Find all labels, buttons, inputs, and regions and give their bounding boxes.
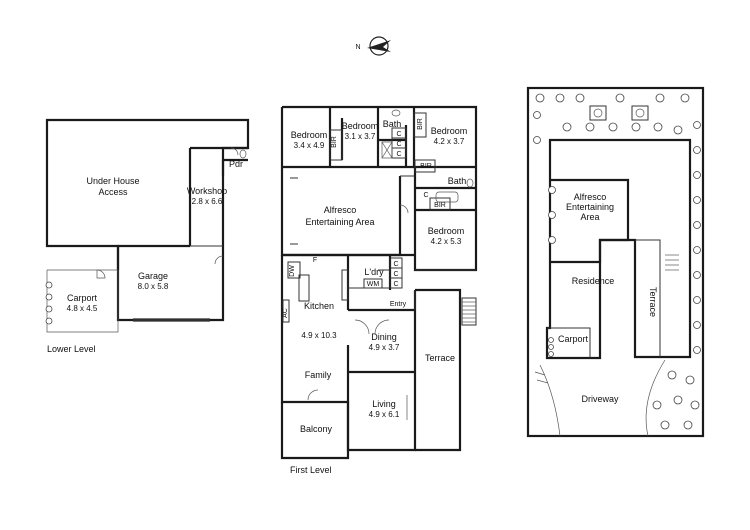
carport-label: Carport — [67, 293, 98, 303]
north-arrow-compass: N — [355, 36, 391, 56]
alfresco-label-2: Entertaining Area — [305, 217, 374, 227]
balcony-label: Balcony — [300, 424, 333, 434]
bedroom3-label: Bedroom — [431, 126, 468, 136]
bedroom2-size: 3.1 x 3.7 — [345, 132, 376, 141]
pdr-label: Pdr — [229, 159, 243, 169]
dining-label: Dining — [371, 332, 397, 342]
bedroom4-size: 4.2 x 5.3 — [431, 237, 462, 246]
under-house-label-1: Under House — [86, 176, 139, 186]
kitchen-label: Kitchen — [304, 301, 334, 311]
c-marker-7: C — [393, 281, 398, 288]
carport-size: 4.8 x 4.5 — [67, 304, 98, 313]
c-marker-5: C — [393, 261, 398, 268]
entry-label: Entry — [390, 301, 407, 308]
family-label: Family — [305, 370, 332, 380]
site-driveway-label: Driveway — [581, 394, 619, 404]
site-ac-units — [589, 105, 649, 121]
site-alfresco-label-3: Area — [580, 212, 599, 222]
c-marker-2: C — [396, 141, 401, 148]
lower-level-plan: Under House Access Pdr Workshop 2.8 x 6.… — [45, 118, 250, 354]
bath2-label: Bath — [448, 176, 467, 186]
aircon-marker: AC — [282, 308, 289, 318]
alfresco-label-1: Alfresco — [324, 205, 357, 215]
first-level-plan: Bedroom 3.4 x 4.9 Bedroom 3.1 x 3.7 Bath… — [280, 105, 478, 475]
under-house-label-2: Access — [98, 187, 128, 197]
site-plan: Alfresco Entertaining Area Residence Ter… — [526, 86, 705, 438]
dishwasher-marker: DW — [289, 265, 296, 277]
bedroom4-label: Bedroom — [428, 226, 465, 236]
lower-level-title: Lower Level — [47, 344, 96, 354]
kitchen-size: 4.9 x 10.3 — [301, 331, 337, 340]
site-residence-label: Residence — [572, 276, 615, 286]
c-marker-4: C — [423, 192, 428, 199]
fridge-marker: F — [313, 257, 317, 264]
c-marker-1: C — [396, 131, 401, 138]
site-alfresco-label-1: Alfresco — [574, 192, 607, 202]
compass-arrow-icon — [367, 40, 391, 52]
c-marker-6: C — [393, 271, 398, 278]
bir-marker-1: BIR — [331, 136, 338, 148]
site-alfresco-label-2: Entertaining — [566, 202, 614, 212]
c-marker-3: C — [396, 151, 401, 158]
bir-marker-3: BIR — [420, 163, 432, 170]
dining-size: 4.9 x 3.7 — [369, 343, 400, 352]
lower-carport-shrubs — [45, 281, 53, 325]
bir-marker-4: BIR — [434, 202, 446, 209]
site-terrace-label: Terrace — [648, 287, 658, 317]
first-level-title: First Level — [290, 465, 332, 475]
garage-size: 8.0 x 5.8 — [138, 282, 169, 291]
living-label: Living — [372, 399, 396, 409]
bedroom3-size: 4.2 x 3.7 — [434, 137, 465, 146]
workshop-size: 2.8 x 6.6 — [192, 197, 223, 206]
laundry-label: L'dry — [364, 267, 384, 277]
washing-machine-marker: WM — [367, 281, 380, 288]
bedroom2-label: Bedroom — [342, 121, 379, 131]
bedroom1-label: Bedroom — [291, 130, 328, 140]
bedroom1-size: 3.4 x 4.9 — [294, 141, 325, 150]
garage-label: Garage — [138, 271, 168, 281]
site-trees — [533, 93, 701, 430]
living-size: 4.9 x 6.1 — [369, 410, 400, 419]
bath1-label: Bath — [383, 119, 402, 129]
bir-marker-2: BIR — [417, 118, 424, 130]
site-carport-label: Carport — [558, 334, 589, 344]
terrace-label: Terrace — [425, 353, 455, 363]
compass-north-label: N — [355, 44, 360, 51]
workshop-label: Workshop — [187, 186, 227, 196]
